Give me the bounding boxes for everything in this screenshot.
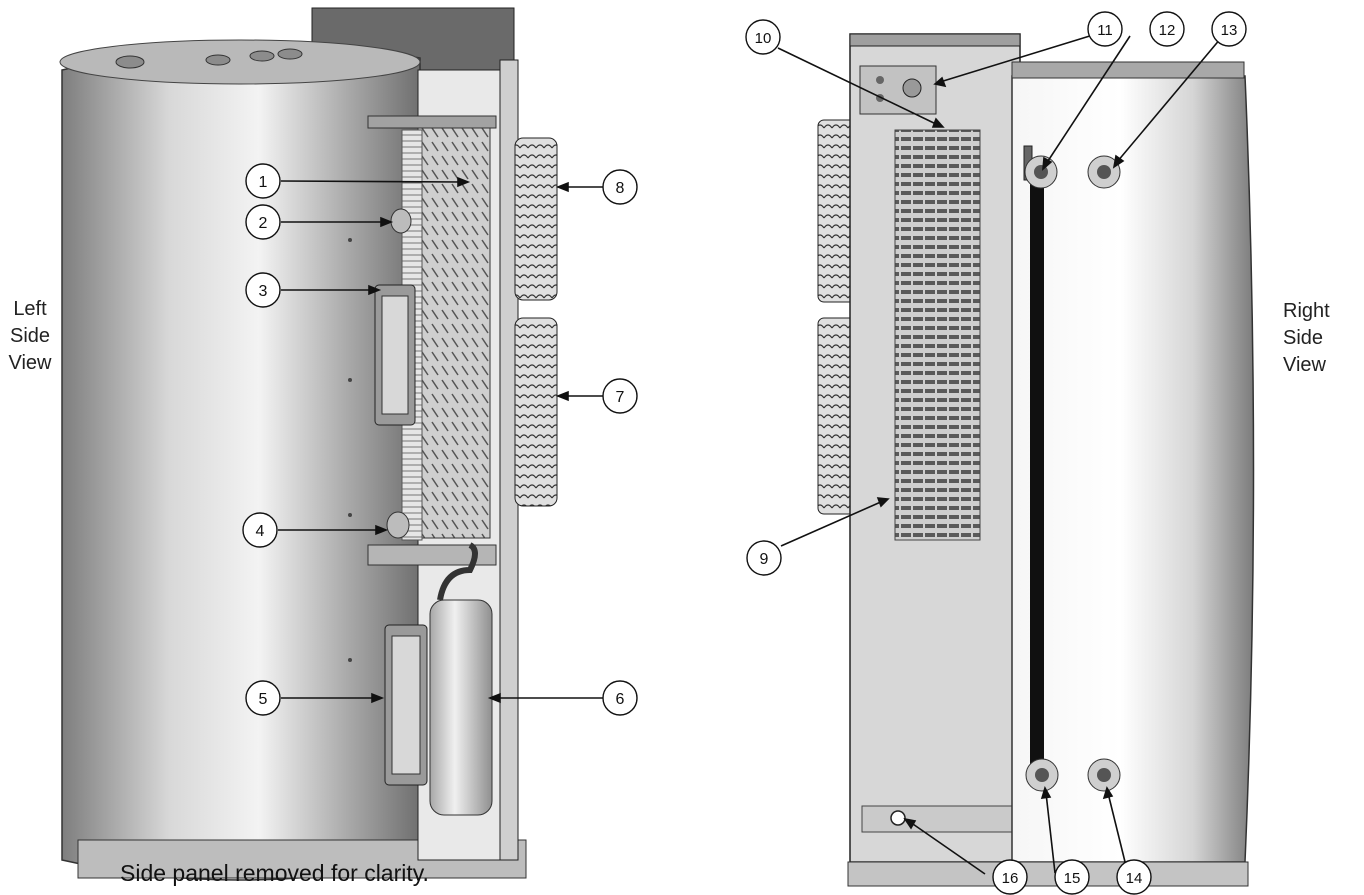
callout-12: 12 [1149,11,1185,47]
callout-13: 13 [1211,11,1247,47]
callout-10: 10 [745,19,781,55]
coil-top-bracket [367,115,497,129]
tank-top-left [59,39,421,85]
vent-grille [894,129,981,541]
svg-text:7: 7 [616,389,625,406]
svg-text:1: 1 [259,174,268,191]
fan-lower [514,317,558,507]
svg-text:6: 6 [616,691,625,708]
svg-text:3: 3 [259,283,268,300]
drain-plate [861,805,1013,833]
base-right [847,861,1249,887]
svg-text:13: 13 [1221,22,1238,39]
electrical-access [859,65,937,115]
fan-upper [514,137,558,301]
callout-7: 7 [602,378,638,414]
left-side-view [59,7,558,881]
svg-text:9: 9 [760,551,769,568]
callout-1: 1 [245,163,281,199]
callout-3: 3 [245,272,281,308]
svg-text:5: 5 [259,691,268,708]
coil-bottom-bracket [367,544,497,566]
compressor-piping [437,542,478,601]
port-lower-left [386,511,410,539]
figure-caption: Side panel removed for clarity. [120,860,429,886]
top-fittings-left [115,48,303,69]
svg-text:10: 10 [755,30,772,47]
evaporator-coil [417,127,491,539]
tank-body-left [61,44,421,881]
compressor [429,599,493,816]
svg-text:2: 2 [259,215,268,232]
left-side-view-label: Left Side View [8,298,52,374]
svg-text:8: 8 [616,180,625,197]
callout-5: 5 [245,680,281,716]
callout-2: 2 [245,204,281,240]
callout-bubbles: 1 2 3 4 5 6 7 8 9 10 11 12 13 14 15 16 [242,11,1247,895]
callout-4: 4 [242,512,278,548]
callout-6: 6 [602,680,638,716]
condensate-drain [890,810,906,826]
svg-text:12: 12 [1159,22,1176,39]
right-side-view-label: Right Side View [1283,300,1330,376]
callout-8: 8 [602,169,638,205]
svg-text:15: 15 [1064,870,1081,887]
port-upper-left [390,208,412,234]
svg-text:4: 4 [256,523,265,540]
svg-text:11: 11 [1097,22,1113,39]
pipe-vertical [1030,168,1044,768]
leader-lines [278,34,1222,875]
svg-text:14: 14 [1126,870,1143,887]
callout-9: 9 [746,540,782,576]
svg-text:16: 16 [1002,870,1019,887]
callout-15: 15 [1054,859,1090,895]
callout-11: 11 [1087,11,1123,47]
tank-body-right [1011,75,1255,863]
callout-16: 16 [992,859,1028,895]
right-side-view [817,33,1255,887]
callout-14: 14 [1116,859,1152,895]
